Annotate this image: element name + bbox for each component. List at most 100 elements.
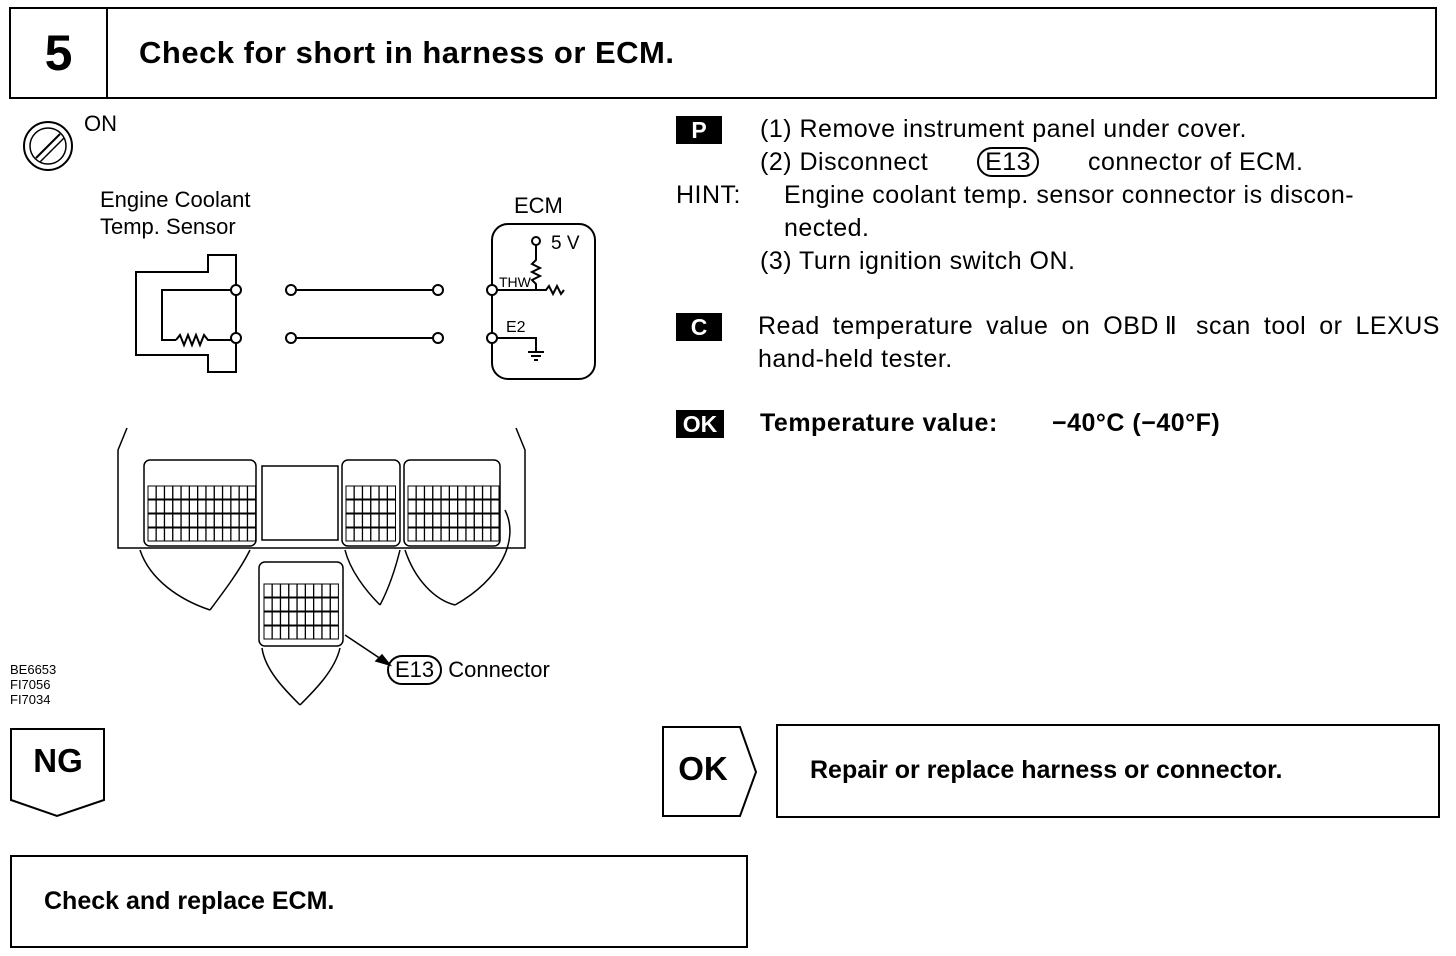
- connector-pin: [155, 513, 165, 528]
- connector-pin: [222, 485, 232, 500]
- connector-pin: [164, 499, 174, 514]
- connector-pin: [213, 527, 223, 542]
- connector-pin: [490, 485, 500, 500]
- connector-pin: [353, 527, 363, 542]
- ng-action-text: Check and replace ECM.: [44, 887, 335, 915]
- connector-pin: [378, 485, 388, 500]
- connector-pin: [313, 583, 323, 598]
- connector-pin: [321, 583, 331, 598]
- connector-pin: [280, 597, 290, 612]
- e13-connector-callout: E13 Connector: [387, 655, 550, 685]
- connector-pin: [164, 485, 174, 500]
- connector-pin: [440, 499, 450, 514]
- wiring-diagram-svg: [23, 121, 596, 706]
- connector-pin: [407, 527, 417, 542]
- connector-pin: [345, 499, 355, 514]
- connector-pin: [457, 485, 467, 500]
- connector-pin: [180, 513, 190, 528]
- connector-pin: [180, 485, 190, 500]
- connector-pin: [238, 513, 248, 528]
- connector-pin: [440, 485, 450, 500]
- connector-pin: [378, 499, 388, 514]
- connector-pin: [490, 513, 500, 528]
- connector-pin: [230, 513, 240, 528]
- connector-pin: [213, 499, 223, 514]
- connector-pin: [432, 513, 442, 528]
- connector-pin: [172, 513, 182, 528]
- step2-connector-code: E13: [977, 147, 1040, 177]
- check-badge: C: [676, 313, 722, 341]
- connector-pin: [424, 499, 434, 514]
- connector-pin: [415, 485, 425, 500]
- connector-pin: [147, 527, 157, 542]
- connector-pin: [230, 499, 240, 514]
- spec-label: Temperature value:: [760, 409, 998, 437]
- connector-pin: [415, 513, 425, 528]
- connector-pin: [238, 527, 248, 542]
- connector-pin: [280, 583, 290, 598]
- connector-pin: [230, 527, 240, 542]
- connector-pin: [432, 527, 442, 542]
- ok-action-text: Repair or replace harness or connector.: [810, 756, 1283, 784]
- connector-pin: [205, 527, 215, 542]
- connector-pin: [280, 611, 290, 626]
- sensor-connector-shape: [135, 254, 242, 373]
- connector-pin: [321, 611, 331, 626]
- connector-pin: [172, 527, 182, 542]
- connector-pin: [457, 527, 467, 542]
- connector-code: E13: [387, 655, 443, 685]
- connector-pin: [387, 513, 396, 528]
- connector-pin: [247, 499, 257, 514]
- connector-pin: [345, 485, 355, 500]
- connector-pin: [424, 527, 434, 542]
- connector-pin: [271, 611, 281, 626]
- connector-pin: [370, 527, 380, 542]
- connector-pin: [465, 499, 475, 514]
- figure-code: FI7056: [10, 677, 51, 692]
- connector-pin: [362, 527, 372, 542]
- connector-pin: [263, 611, 273, 626]
- connector-pin: [213, 513, 223, 528]
- thw-label: THW: [499, 274, 531, 290]
- connector-pin: [172, 485, 182, 500]
- ok-label: OK: [678, 750, 728, 787]
- figure-code: BE6653: [10, 662, 57, 677]
- connector-pin: [362, 499, 372, 514]
- connector-pin: [305, 625, 314, 640]
- connector-pin: [362, 513, 372, 528]
- connector-pin: [296, 597, 306, 612]
- connector-pin: [440, 513, 450, 528]
- connector-pin: [288, 597, 298, 612]
- connector-pin: [155, 527, 165, 542]
- connector-pin: [432, 499, 442, 514]
- connector-pin: [415, 499, 425, 514]
- connector-pin: [263, 583, 273, 598]
- connector-pin: [288, 583, 298, 598]
- connector-pin: [313, 625, 323, 640]
- connector-pin: [205, 513, 215, 528]
- hint-line1: Engine coolant temp. sensor connector is…: [784, 181, 1355, 209]
- connector-pin: [222, 513, 232, 528]
- connector-pin: [238, 499, 248, 514]
- connector-pin: [313, 597, 323, 612]
- connector-pin: [197, 527, 207, 542]
- connector-pin: [407, 485, 417, 500]
- step2-suffix: connector of ECM.: [1087, 148, 1304, 176]
- connector-pin: [147, 485, 157, 500]
- connector-pin: [155, 499, 165, 514]
- ignition-switch-icon: [23, 121, 73, 171]
- connector-pin: [473, 513, 483, 528]
- figure-codes: BE6653 FI7056 FI7034: [10, 662, 56, 707]
- connector-pin: [230, 485, 240, 500]
- connector-pin: [490, 527, 500, 542]
- connector-label: Connector: [448, 657, 550, 682]
- connector-pin: [197, 513, 207, 528]
- step2-prefix: (2) Disconnect: [760, 148, 929, 176]
- connector-pin: [457, 499, 467, 514]
- connector-pin: [353, 485, 363, 500]
- connector-pin: [271, 583, 281, 598]
- ok-arrow-shape: [662, 726, 758, 817]
- ng-pentagon-shape: [10, 728, 105, 818]
- procedure-step3: (3) Turn ignition switch ON.: [760, 247, 1076, 275]
- connector-pin: [147, 499, 157, 514]
